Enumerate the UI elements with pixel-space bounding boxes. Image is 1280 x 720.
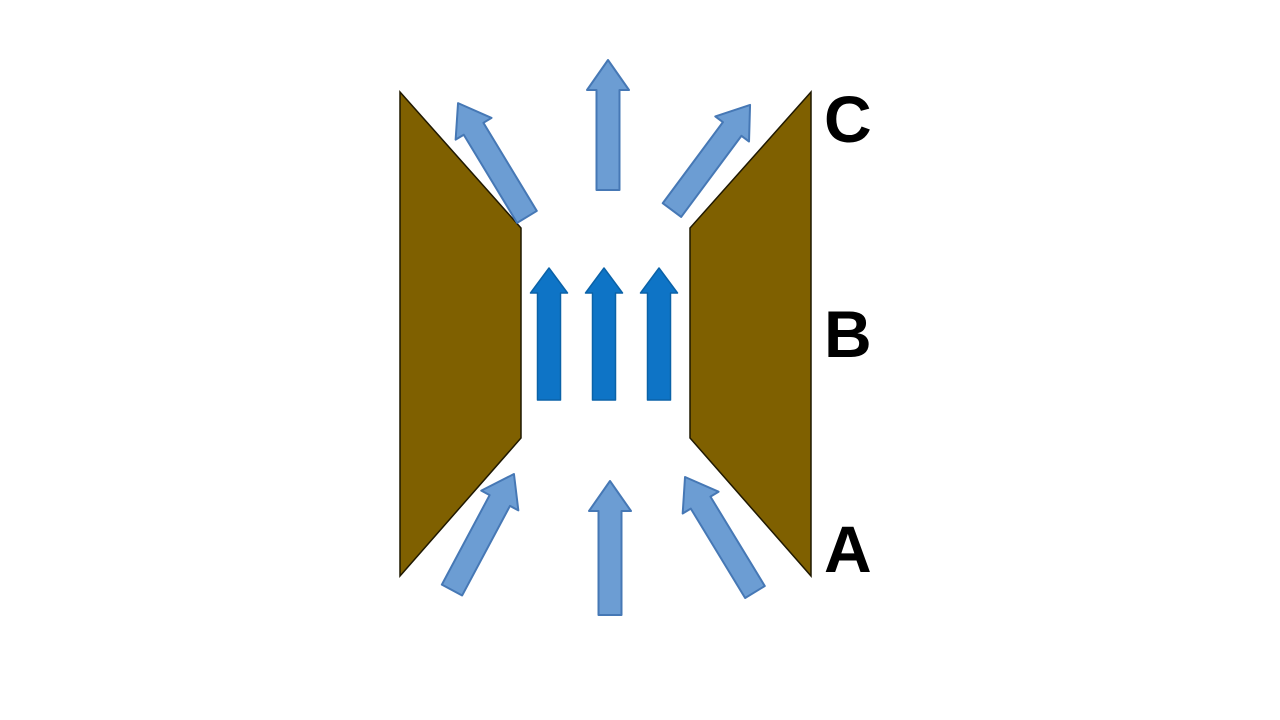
throat-arrow-3-icon — [639, 267, 679, 401]
throat-arrow-1-icon — [529, 267, 569, 401]
right-wall-shape — [689, 90, 812, 578]
outflow-arrow-right-icon — [661, 103, 752, 218]
inflow-arrow-center-icon — [588, 480, 632, 616]
left-wall-shape — [399, 90, 522, 578]
outflow-arrow-left-icon — [454, 102, 538, 224]
inflow-arrow-left-icon — [440, 473, 520, 597]
label-throat-b: B — [824, 297, 872, 371]
outflow-arrow-center-icon — [586, 59, 630, 191]
label-inlet-a: A — [824, 512, 872, 586]
throat-arrow-2-icon — [584, 267, 624, 401]
label-outlet-c: C — [824, 82, 872, 156]
inflow-arrow-right-icon — [681, 475, 766, 599]
